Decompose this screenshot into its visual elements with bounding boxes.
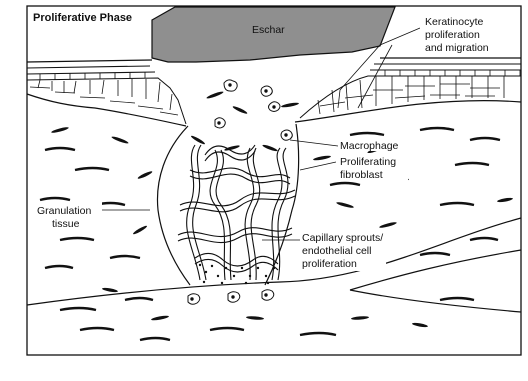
label-capillary-line3: proliferation <box>302 258 357 270</box>
label-macrophage: Macrophage <box>338 139 408 152</box>
eschar-label: Eschar <box>252 24 285 36</box>
label-fibroblast-line1: Proliferating <box>340 156 396 168</box>
label-capillary-line1: Capillary sprouts/ <box>302 232 383 244</box>
label-granulation-line2: tissue <box>52 218 80 230</box>
label-keratinocyte: Keratinocyte proliferation and migration <box>420 12 516 56</box>
label-granulation: Granulation tissue <box>34 202 102 232</box>
label-keratinocyte-line3: and migration <box>425 42 489 54</box>
label-fibroblast-line2: fibroblast <box>340 169 383 181</box>
diagram-title: Proliferative Phase <box>33 12 132 24</box>
label-capillary-line2: endothelial cell <box>302 245 371 257</box>
label-keratinocyte-line2: proliferation <box>425 29 480 41</box>
label-macrophage-line1: Macrophage <box>340 140 399 152</box>
label-keratinocyte-line1: Keratinocyte <box>425 16 484 28</box>
label-fibroblast: Proliferating fibroblast <box>336 153 408 181</box>
label-granulation-line1: Granulation <box>37 205 91 217</box>
label-capillary: Capillary sprouts/ endothelial cell prol… <box>300 229 386 271</box>
